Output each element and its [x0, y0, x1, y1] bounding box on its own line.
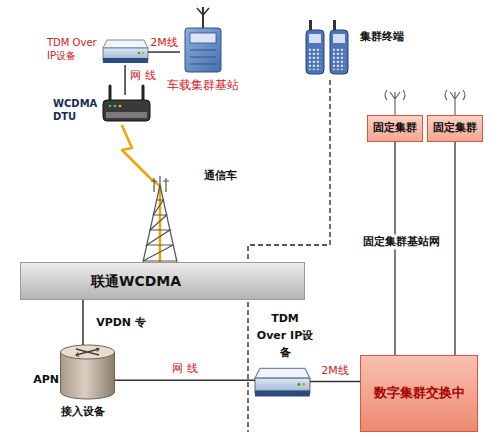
- edge-label: 2M线: [150, 36, 178, 49]
- base-station-icon: [190, 33, 216, 43]
- cable-line: [454, 142, 455, 355]
- tdm-over-ip-device: TDM Over IP设备: [255, 365, 310, 398]
- node-label: WCDMA DTU: [53, 97, 99, 123]
- node-label: TDM Over IP设备: [47, 36, 99, 62]
- edge-label: 网 线: [130, 69, 156, 82]
- apn-router-icon: [76, 349, 99, 355]
- trunk-terminal: 集群终端: [300, 18, 352, 76]
- tower-icon: [151, 180, 169, 181]
- base-station-icon: [185, 28, 221, 72]
- edge-label: VPDN 专: [96, 316, 146, 329]
- handset-icon: [309, 20, 312, 31]
- dtu-router-icon: [109, 86, 112, 101]
- fixed-antenna-icon: [385, 90, 405, 100]
- fixed-antenna-icon: [385, 90, 465, 115]
- switching-center: 数字集群交换中: [360, 355, 478, 432]
- network-caption: 固定集群基站网: [361, 234, 442, 249]
- handset-icon: [306, 30, 324, 74]
- dashed-boundary: [248, 80, 330, 432]
- handset-icon: [309, 34, 321, 43]
- cable-line: [115, 379, 255, 381]
- handset-icon: [333, 47, 345, 70]
- node-label: TDM Over IP设备: [255, 310, 315, 361]
- base-station-icon: [197, 8, 209, 15]
- handset-icon: [330, 30, 348, 74]
- apn-access-device: APN接入设备: [60, 345, 115, 400]
- node-label: APN: [33, 373, 59, 387]
- vehicle-caption: 通信车: [204, 169, 237, 182]
- dtu-router-icon: [114, 105, 117, 108]
- tower-icon: [143, 200, 177, 261]
- vehicle-base-station: 车载集群基站: [180, 15, 225, 75]
- tdm-device-icon: [103, 40, 148, 63]
- node-label: 接入设备: [48, 405, 118, 419]
- node-label: 数字集群交换中: [374, 385, 465, 402]
- tdm-over-ip-device: TDM Over IP设备: [103, 38, 148, 65]
- dtu-router-icon: [109, 105, 112, 108]
- dtu-router-icon: [103, 100, 150, 121]
- apn-router-icon: [61, 345, 115, 399]
- base-station-icon: [190, 64, 216, 65]
- fixed-trunk-station: 固定集群: [367, 115, 423, 142]
- node-label: 固定集群: [433, 121, 477, 135]
- tdm-device-icon: [103, 40, 148, 63]
- handset-icon: [309, 47, 321, 70]
- fixed-antenna-icon: [445, 90, 465, 100]
- node-label: 车载集群基站: [167, 78, 239, 94]
- fixed-trunk-station: 固定集群: [427, 115, 483, 142]
- fixed-antenna-icon: [450, 92, 460, 115]
- dashed-boundary: [248, 80, 330, 432]
- wcdma-dtu: WCDMA DTU: [103, 95, 150, 125]
- tower-icon: [143, 176, 177, 262]
- node-label: 固定集群: [373, 121, 417, 135]
- handset-icon: [306, 20, 348, 74]
- cable-line: [310, 381, 360, 383]
- apn-router-icon: [61, 345, 115, 359]
- apn-router-icon: [76, 348, 99, 357]
- tdm-device-icon: [255, 368, 310, 396]
- dtu-router-icon: [119, 105, 122, 108]
- base-station-icon: [190, 50, 216, 51]
- cable-line: [82, 300, 84, 345]
- handset-icon: [333, 20, 336, 31]
- network-band: 联通WCDMA: [20, 262, 305, 300]
- cable-line: [148, 51, 180, 53]
- base-station-icon: [202, 7, 204, 29]
- dtu-router-icon: [106, 112, 147, 118]
- edge-label: 网 线: [172, 362, 198, 375]
- cable-line: [124, 65, 126, 95]
- dtu-router-icon: [103, 86, 150, 121]
- node-label: 联通WCDMA: [91, 272, 181, 290]
- node-label: 集群终端: [360, 30, 404, 44]
- edge-label: 2M线: [321, 364, 349, 377]
- dtu-router-icon: [142, 86, 145, 101]
- fixed-antenna-icon: [390, 92, 400, 115]
- tower-icon: [154, 176, 166, 192]
- base-station-icon: [185, 7, 221, 72]
- wireless-link: [122, 125, 160, 262]
- tdm-device-icon: [255, 368, 310, 396]
- handset-icon: [333, 34, 345, 43]
- base-station-icon: [190, 57, 216, 58]
